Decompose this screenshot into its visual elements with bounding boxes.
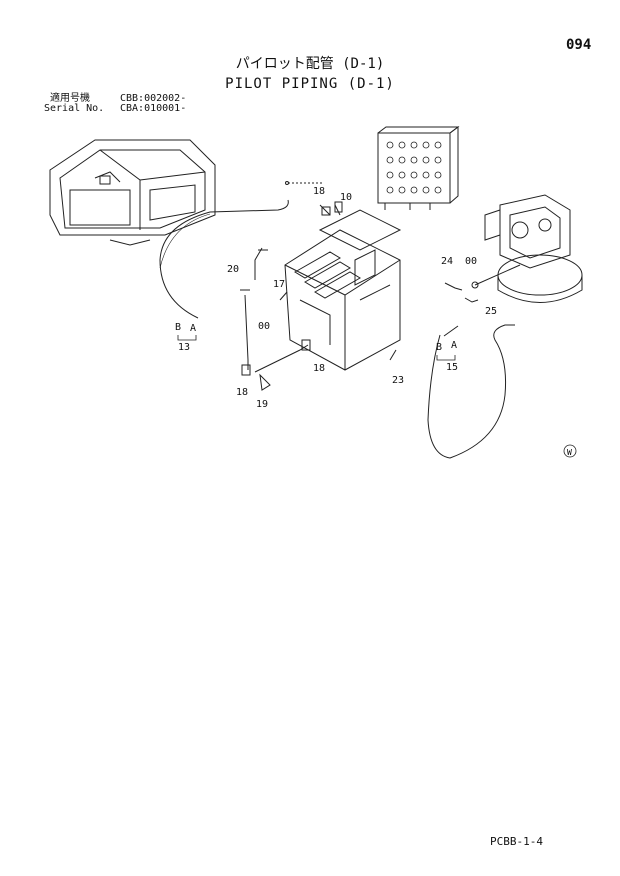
callout-20: 20 bbox=[227, 264, 240, 275]
callout-25: 25 bbox=[485, 306, 498, 317]
footer-code: PCBB-1-4 bbox=[490, 835, 543, 848]
control-valve-assembly bbox=[284, 209, 402, 371]
callout-b-left: B bbox=[175, 322, 182, 333]
callout-18-mid: 18 bbox=[313, 363, 326, 374]
callout-17: 17 bbox=[273, 279, 286, 290]
callout-15: 15 bbox=[446, 362, 459, 373]
callout-18-bottom: 18 bbox=[236, 387, 249, 398]
page-number: 094 bbox=[566, 37, 592, 53]
callout-24: 24 bbox=[441, 256, 454, 267]
serial-label-english: Serial No. bbox=[44, 103, 105, 114]
swing-motor bbox=[471, 194, 583, 303]
page-title-english: PILOT PIPING (D-1) bbox=[225, 76, 395, 92]
callout-a-right: A bbox=[451, 340, 458, 351]
callout-00-left: 00 bbox=[258, 321, 271, 332]
valve-block-detail bbox=[377, 126, 460, 210]
callout-00-right: 00 bbox=[465, 256, 478, 267]
pilot-hose-upper bbox=[159, 199, 289, 319]
callout-13: 13 bbox=[178, 342, 191, 353]
callout-19: 19 bbox=[256, 399, 269, 410]
callout-23: 23 bbox=[392, 375, 405, 386]
callout-18-top: 18 bbox=[313, 186, 326, 197]
serial-value-cba: CBA:010001- bbox=[120, 103, 187, 114]
cab-illustration bbox=[49, 139, 216, 246]
pilot-hose-lower-loop bbox=[427, 324, 515, 459]
serial-value-cbb: CBB:002002- bbox=[120, 93, 187, 104]
callout-b-right: B bbox=[436, 342, 443, 353]
callout-a-left: A bbox=[190, 323, 197, 334]
callout-10: 10 bbox=[340, 192, 353, 203]
page-title-japanese: パイロット配管 (D-1) bbox=[235, 56, 385, 72]
serial-label-japanese: 適用号機 bbox=[50, 93, 90, 104]
circle-mark: W bbox=[567, 448, 572, 457]
